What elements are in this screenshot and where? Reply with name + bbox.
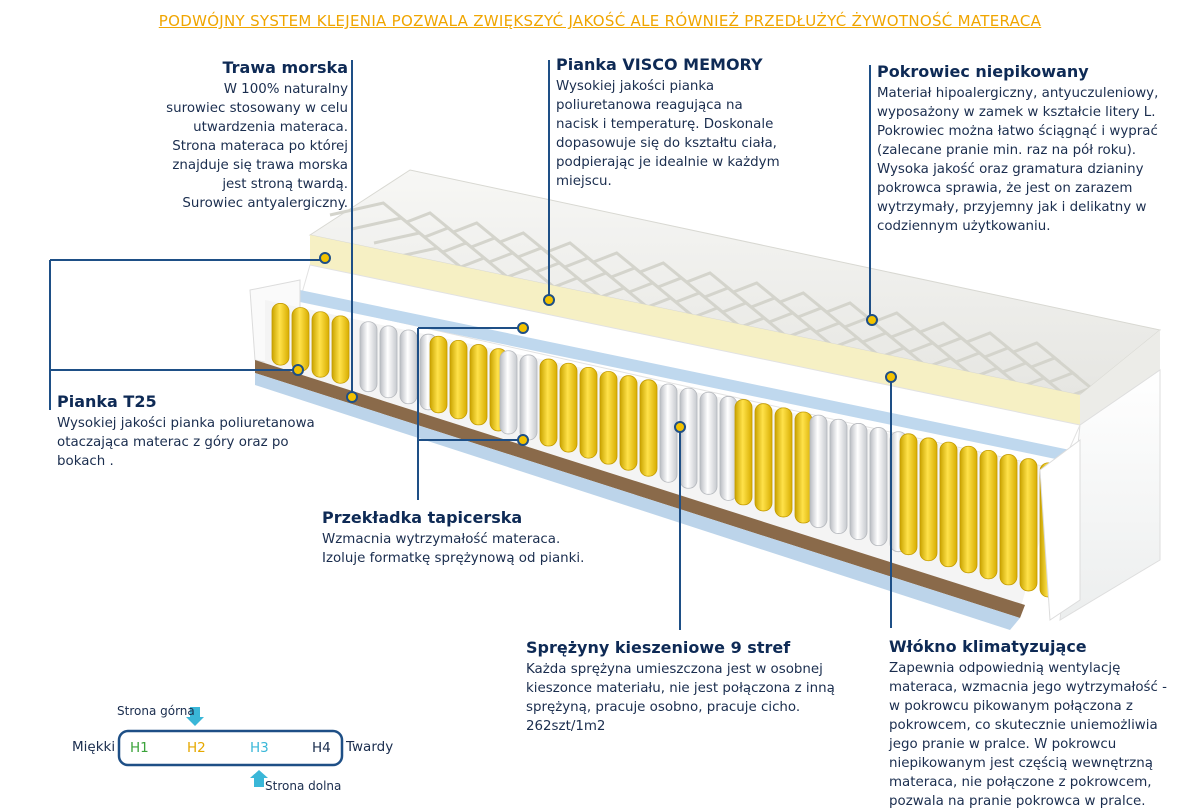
label-text: Wysokiej jakości pianka poliuretanowa ot… [57,416,315,469]
mattress-cover-side [1080,330,1160,425]
pocket-spring [379,325,398,399]
label-text: Materiał hipoalergiczny, antyuczuleniowy… [877,86,1159,234]
label-visco: Pianka VISCO MEMORY Wysokiej jakości pia… [556,55,816,191]
label-wlokno: Włókno klimatyzujące Zapewnia odpowiedni… [889,637,1189,811]
label-title: Włókno klimatyzujące [889,637,1087,656]
label-trawa-morska: Trawa morska W 100% naturalny surowiec s… [130,58,348,213]
pocket-spring [449,339,468,420]
pocket-spring [939,441,958,568]
pocket-springs [271,303,1058,598]
pocket-spring [539,358,558,447]
pocket-spring [754,403,773,512]
pocket-spring [559,362,578,453]
pocket-spring [1019,458,1038,592]
firmness-scale-box [117,729,344,767]
label-title: Przekładka tapicerska [322,508,523,527]
pocket-spring [979,449,998,580]
pocket-spring [899,433,918,556]
label-pokrowiec: Pokrowiec niepikowany Materiał hipoalerg… [877,62,1182,236]
arrow-up-icon [250,770,268,787]
scale-level-h4: H4 [312,740,331,756]
pocket-spring [359,321,378,393]
scale-hard: Twardy [346,739,394,755]
pocket-spring [719,396,738,501]
pocket-spring [999,454,1018,586]
quilt-zigzag [351,216,1079,379]
cover-quilt-pattern [329,201,1115,409]
pocket-spring [469,344,488,426]
label-text: Wysokiej jakości pianka poliuretanowa re… [556,79,780,189]
quilt-zigzag [395,246,1115,409]
pocket-spring [599,371,618,465]
pocket-spring [659,383,678,483]
quilt-zigzag [373,231,1097,394]
scale-level-h1: H1 [130,740,149,756]
label-text: Zapewnia odpowiednią wentylację materaca… [889,661,1167,809]
pocket-spring [869,427,888,547]
pocket-spring [291,307,310,372]
pocket-spring [809,414,828,528]
quilt-zigzag [329,201,1061,364]
label-title: Pokrowiec niepikowany [877,62,1089,81]
scale-bottom-side: Strona dolna [265,779,342,793]
label-title: Pianka T25 [57,392,157,411]
pocket-spring [699,391,718,495]
pocket-spring [959,445,978,574]
pocket-spring [399,329,418,405]
label-text: Wzmacnia wytrzymałość materaca. Izoluje … [322,532,585,566]
callout-dots [292,252,897,446]
pocket-spring [734,399,753,506]
pocket-spring [519,354,538,441]
scale-soft: Miękki [72,739,116,755]
arrow-down-icon [186,707,204,726]
leader-lines [49,60,892,630]
label-sprezyny: Sprężyny kieszeniowe 9 stref Każda spręż… [526,638,866,736]
seagrass-layer [255,360,1025,618]
label-przekladka: Przekładka tapicerska Wzmacnia wytrzymał… [322,508,622,568]
headline: PODWÓJNY SYSTEM KLEJENIA POZWALA ZWIĘKSZ… [158,12,1042,30]
interliner-blue [300,290,1070,462]
label-title: Sprężyny kieszeniowe 9 stref [526,638,791,657]
label-text: Każda sprężyna umieszczona jest w osobne… [526,662,835,734]
label-title: Trawa morska [222,58,348,77]
pocket-spring [331,315,350,384]
scale-level-h2: H2 [187,740,206,756]
pocket-spring [499,350,518,435]
pocket-spring [619,375,638,471]
foam-block-right [1039,439,1081,621]
label-pianka-t25: Pianka T25 Wysokiej jakości pianka poliu… [57,392,357,471]
pocket-spring [579,366,598,459]
pocket-spring [794,411,813,524]
pocket-spring [639,379,658,477]
label-title: Pianka VISCO MEMORY [556,55,763,74]
pocket-spring [849,423,868,541]
scale-level-h3: H3 [250,740,269,756]
pocket-spring [919,437,938,562]
scale-top-side: Strona górna [117,704,195,718]
pocket-spring [311,311,330,378]
label-text: W 100% naturalny surowiec stosowany w ce… [166,82,348,211]
pocket-spring [271,303,290,366]
pocket-spring [679,387,698,489]
pocket-spring [829,418,848,534]
pocket-spring [774,407,793,518]
pocket-spring [429,335,448,414]
